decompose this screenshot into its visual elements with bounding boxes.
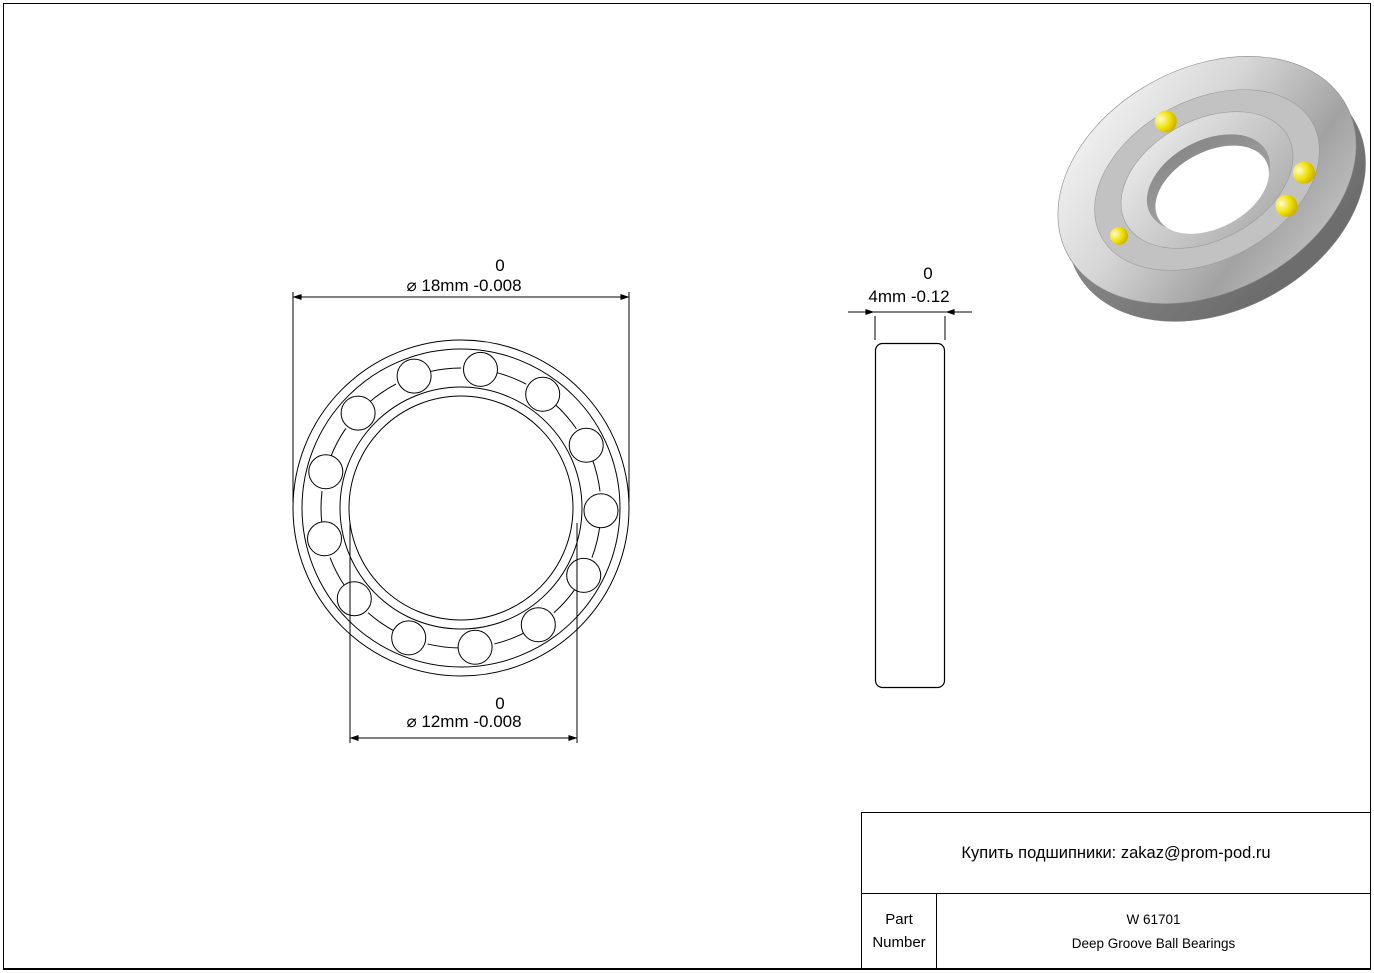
part-number: W 61701 [1126,911,1181,927]
inner-ring-inner-circle [348,395,574,621]
cage-pitch-circle [320,367,602,649]
inner-ring-outer-circle [339,386,583,630]
part-row: Part Number W 61701 Deep Groove Ball Bea… [862,894,1370,968]
part-type: Deep Groove Ball Bearings [1071,935,1236,951]
ball [525,376,561,412]
ball [308,454,344,490]
ball-3d [1292,161,1315,184]
ball [520,607,556,643]
ball [396,358,432,394]
ball [340,395,376,431]
bearing-3d-view [1057,56,1366,322]
ball [307,521,342,557]
side-view-outline [874,342,946,689]
ball [583,493,619,529]
bearing-front-view [292,339,630,677]
width-label: 4mm -0.12 [868,287,949,306]
dimension-texts: 0 ⌀ 18mm -0.008 0 ⌀ 12mm -0.008 0 4mm -0… [406,256,949,731]
inner-diameter-upper-tolerance: 0 [495,694,504,713]
dimension-lines [292,292,972,743]
bearing-balls [307,351,619,665]
part-number-header-cell: Part Number [862,894,937,968]
ball [391,620,427,656]
width-upper-tolerance: 0 [923,264,932,283]
outer-ring-outer-circle [292,339,630,677]
part-label-line2: Number [872,934,926,951]
outer-ring-inner-circle [301,348,621,668]
ball-3d [1154,110,1177,133]
ball [336,581,372,617]
ball-3d [1109,226,1128,245]
bearing-side-view [874,342,946,689]
outer-diameter-upper-tolerance: 0 [495,256,504,275]
ball [566,557,602,593]
ball [568,427,604,463]
ball-3d [1275,194,1298,217]
part-label-line1: Part [885,910,913,928]
part-info-cell: W 61701 Deep Groove Ball Bearings [937,894,1370,968]
contact-text: Купить подшипники: zakaz@prom-pod.ru [961,843,1271,862]
outer-diameter-label: ⌀ 18mm -0.008 [406,276,521,295]
bearing-3d-bore-hole [1155,145,1269,234]
title-block: Купить подшипники: zakaz@prom-pod.ru Par… [861,812,1370,968]
ball [463,351,498,387]
ball [457,629,493,665]
inner-diameter-label: ⌀ 12mm -0.008 [406,712,521,731]
contact-row: Купить подшипники: zakaz@prom-pod.ru [862,813,1370,894]
